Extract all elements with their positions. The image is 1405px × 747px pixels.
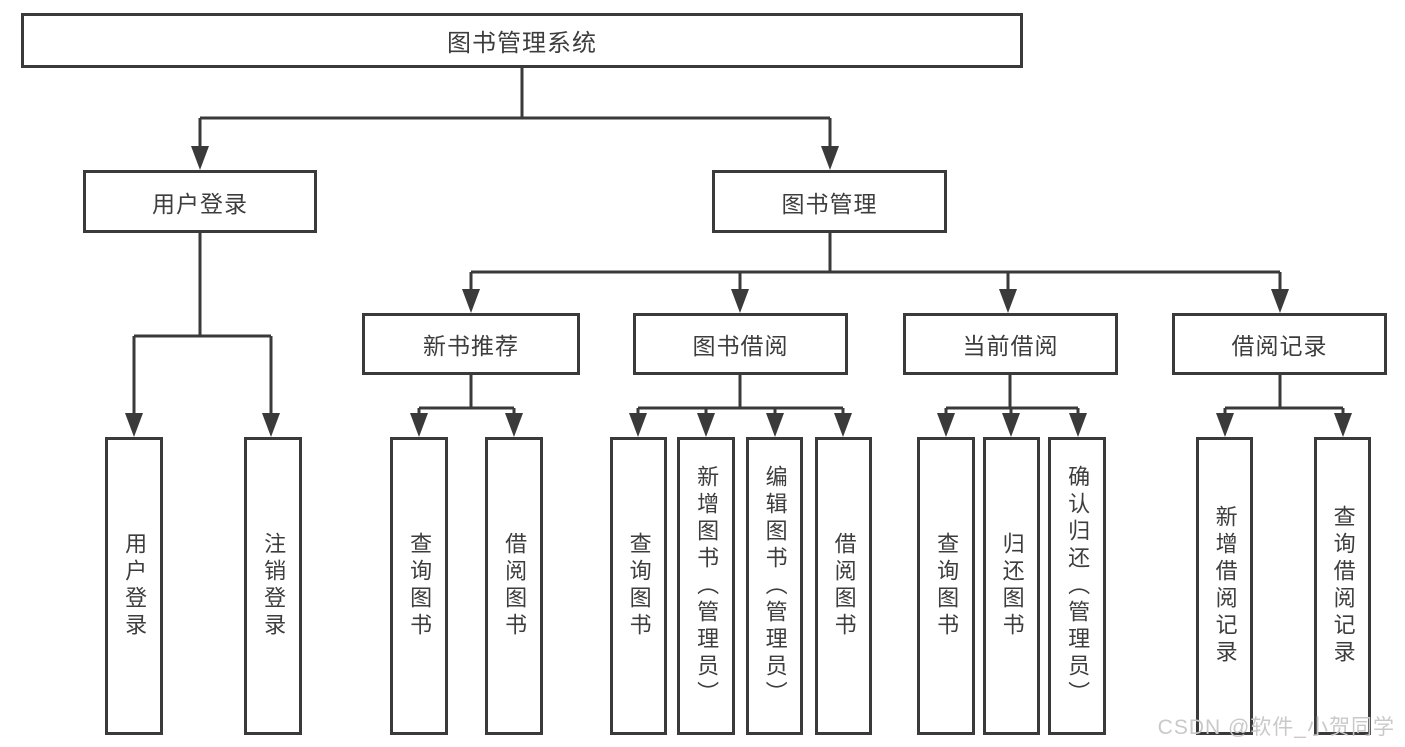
arrowheads <box>125 146 1352 437</box>
watermark: CSDN @软件_小贺同学 <box>1157 716 1395 739</box>
leaf-confirm-return-admin: 确认归还（管理员） <box>1048 437 1106 735</box>
node-book-borrow: 图书借阅 <box>633 313 848 375</box>
leaf-logout-login-label: 注销登录 <box>261 532 287 640</box>
leaf-query-books-3: 查询图书 <box>917 437 975 735</box>
leaf-confirm-return-admin-label: 确认归还（管理员） <box>1065 464 1091 708</box>
leaf-query-books-2-label: 查询图书 <box>626 532 652 640</box>
node-book-management-label: 图书管理 <box>781 190 878 217</box>
leaf-query-books-1: 查询图书 <box>390 437 448 735</box>
node-user-login: 用户登录 <box>83 170 317 233</box>
node-book-borrow-label: 图书借阅 <box>692 333 789 359</box>
leaf-add-borrow-record-label: 新增借阅记录 <box>1212 505 1238 667</box>
leaf-add-borrow-record: 新增借阅记录 <box>1196 437 1253 735</box>
leaf-borrow-books-2: 借阅图书 <box>815 437 872 735</box>
node-current-borrow: 当前借阅 <box>903 313 1118 375</box>
node-root: 图书管理系统 <box>21 13 1023 68</box>
node-user-login-label: 用户登录 <box>152 190 248 217</box>
leaf-query-borrow-record-label: 查询借阅记录 <box>1330 505 1356 667</box>
leaf-user-login: 用户登录 <box>105 437 163 735</box>
node-borrow-records: 借阅记录 <box>1172 313 1387 375</box>
leaf-borrow-books-1-label: 借阅图书 <box>502 532 528 640</box>
leaf-query-books-3-label: 查询图书 <box>934 532 960 640</box>
leaf-return-book: 归还图书 <box>983 437 1040 735</box>
node-root-label: 图书管理系统 <box>447 30 597 57</box>
leaf-query-borrow-record: 查询借阅记录 <box>1314 437 1371 735</box>
node-new-book-recommend: 新书推荐 <box>362 313 580 375</box>
leaf-borrow-books-2-label: 借阅图书 <box>831 532 857 640</box>
leaf-add-book-admin-label: 新增图书（管理员） <box>694 464 720 708</box>
node-borrow-records-label: 借阅记录 <box>1231 333 1328 359</box>
leaf-query-books-2: 查询图书 <box>610 437 667 735</box>
leaf-borrow-books-1: 借阅图书 <box>485 437 543 735</box>
node-new-book-recommend-label: 新书推荐 <box>423 333 519 359</box>
node-current-borrow-label: 当前借阅 <box>962 333 1059 359</box>
leaf-logout-login: 注销登录 <box>244 437 302 735</box>
node-book-management: 图书管理 <box>712 170 947 233</box>
leaf-edit-book-admin: 编辑图书（管理员） <box>746 437 803 735</box>
leaf-edit-book-admin-label: 编辑图书（管理员） <box>762 464 788 708</box>
leaf-query-books-1-label: 查询图书 <box>407 532 433 640</box>
leaf-add-book-admin: 新增图书（管理员） <box>677 437 735 735</box>
leaf-user-login-label: 用户登录 <box>122 532 148 640</box>
leaf-return-book-label: 归还图书 <box>999 532 1025 640</box>
